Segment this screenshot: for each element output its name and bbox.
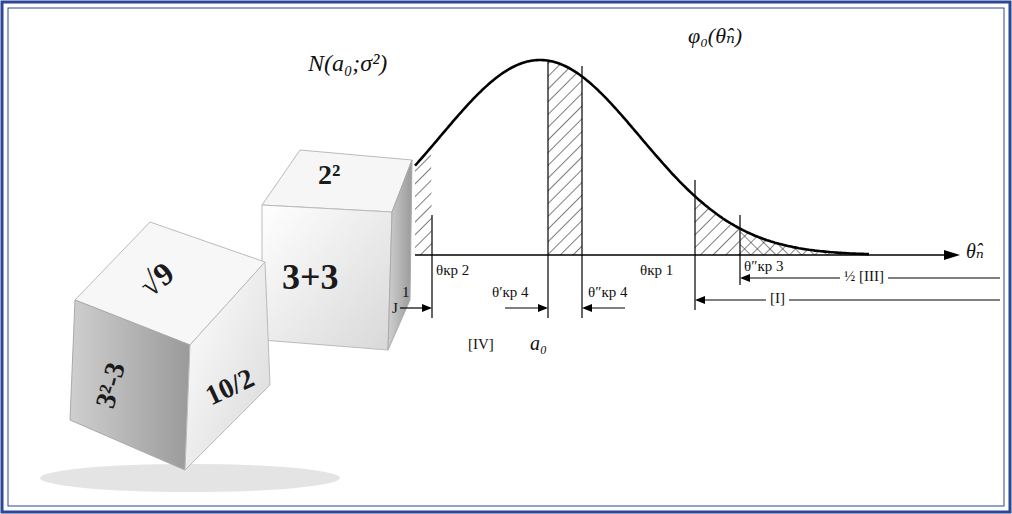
die-face-text: 3+3: [282, 258, 339, 298]
region-label: [I]: [766, 290, 789, 307]
hatched-region: [548, 61, 582, 255]
die: [70, 222, 270, 470]
frame: [8, 8, 1004, 506]
critical-value: θ′кр 4: [492, 284, 529, 301]
critical-value: θкр 1: [640, 262, 673, 279]
region-label: [IV]: [468, 336, 494, 353]
die-face-text: 2²: [318, 160, 340, 191]
arrowhead: [944, 250, 960, 260]
axis-label: θ̂ₙ: [966, 240, 984, 262]
crosshatched-region: [740, 229, 860, 255]
curve-label: φ₀(θ̂ₙ): [688, 24, 742, 48]
die: [262, 150, 412, 350]
critical-value: θ″кр 3: [744, 258, 783, 275]
region-label: J: [392, 300, 398, 317]
axis: [415, 254, 950, 256]
normal-curve: [415, 60, 869, 254]
region-label: 1: [402, 284, 410, 301]
region-label: ½ [III]: [840, 268, 888, 285]
critical-value: θкр 2: [436, 262, 469, 279]
critical-value: θ″кр 4: [588, 284, 627, 301]
axis-point: a₀: [530, 332, 547, 354]
shadow: [40, 464, 340, 492]
critical-lines: [432, 62, 740, 318]
dimension-arrows: [400, 274, 1000, 312]
distribution-label: N(a₀;σ²): [308, 50, 387, 76]
